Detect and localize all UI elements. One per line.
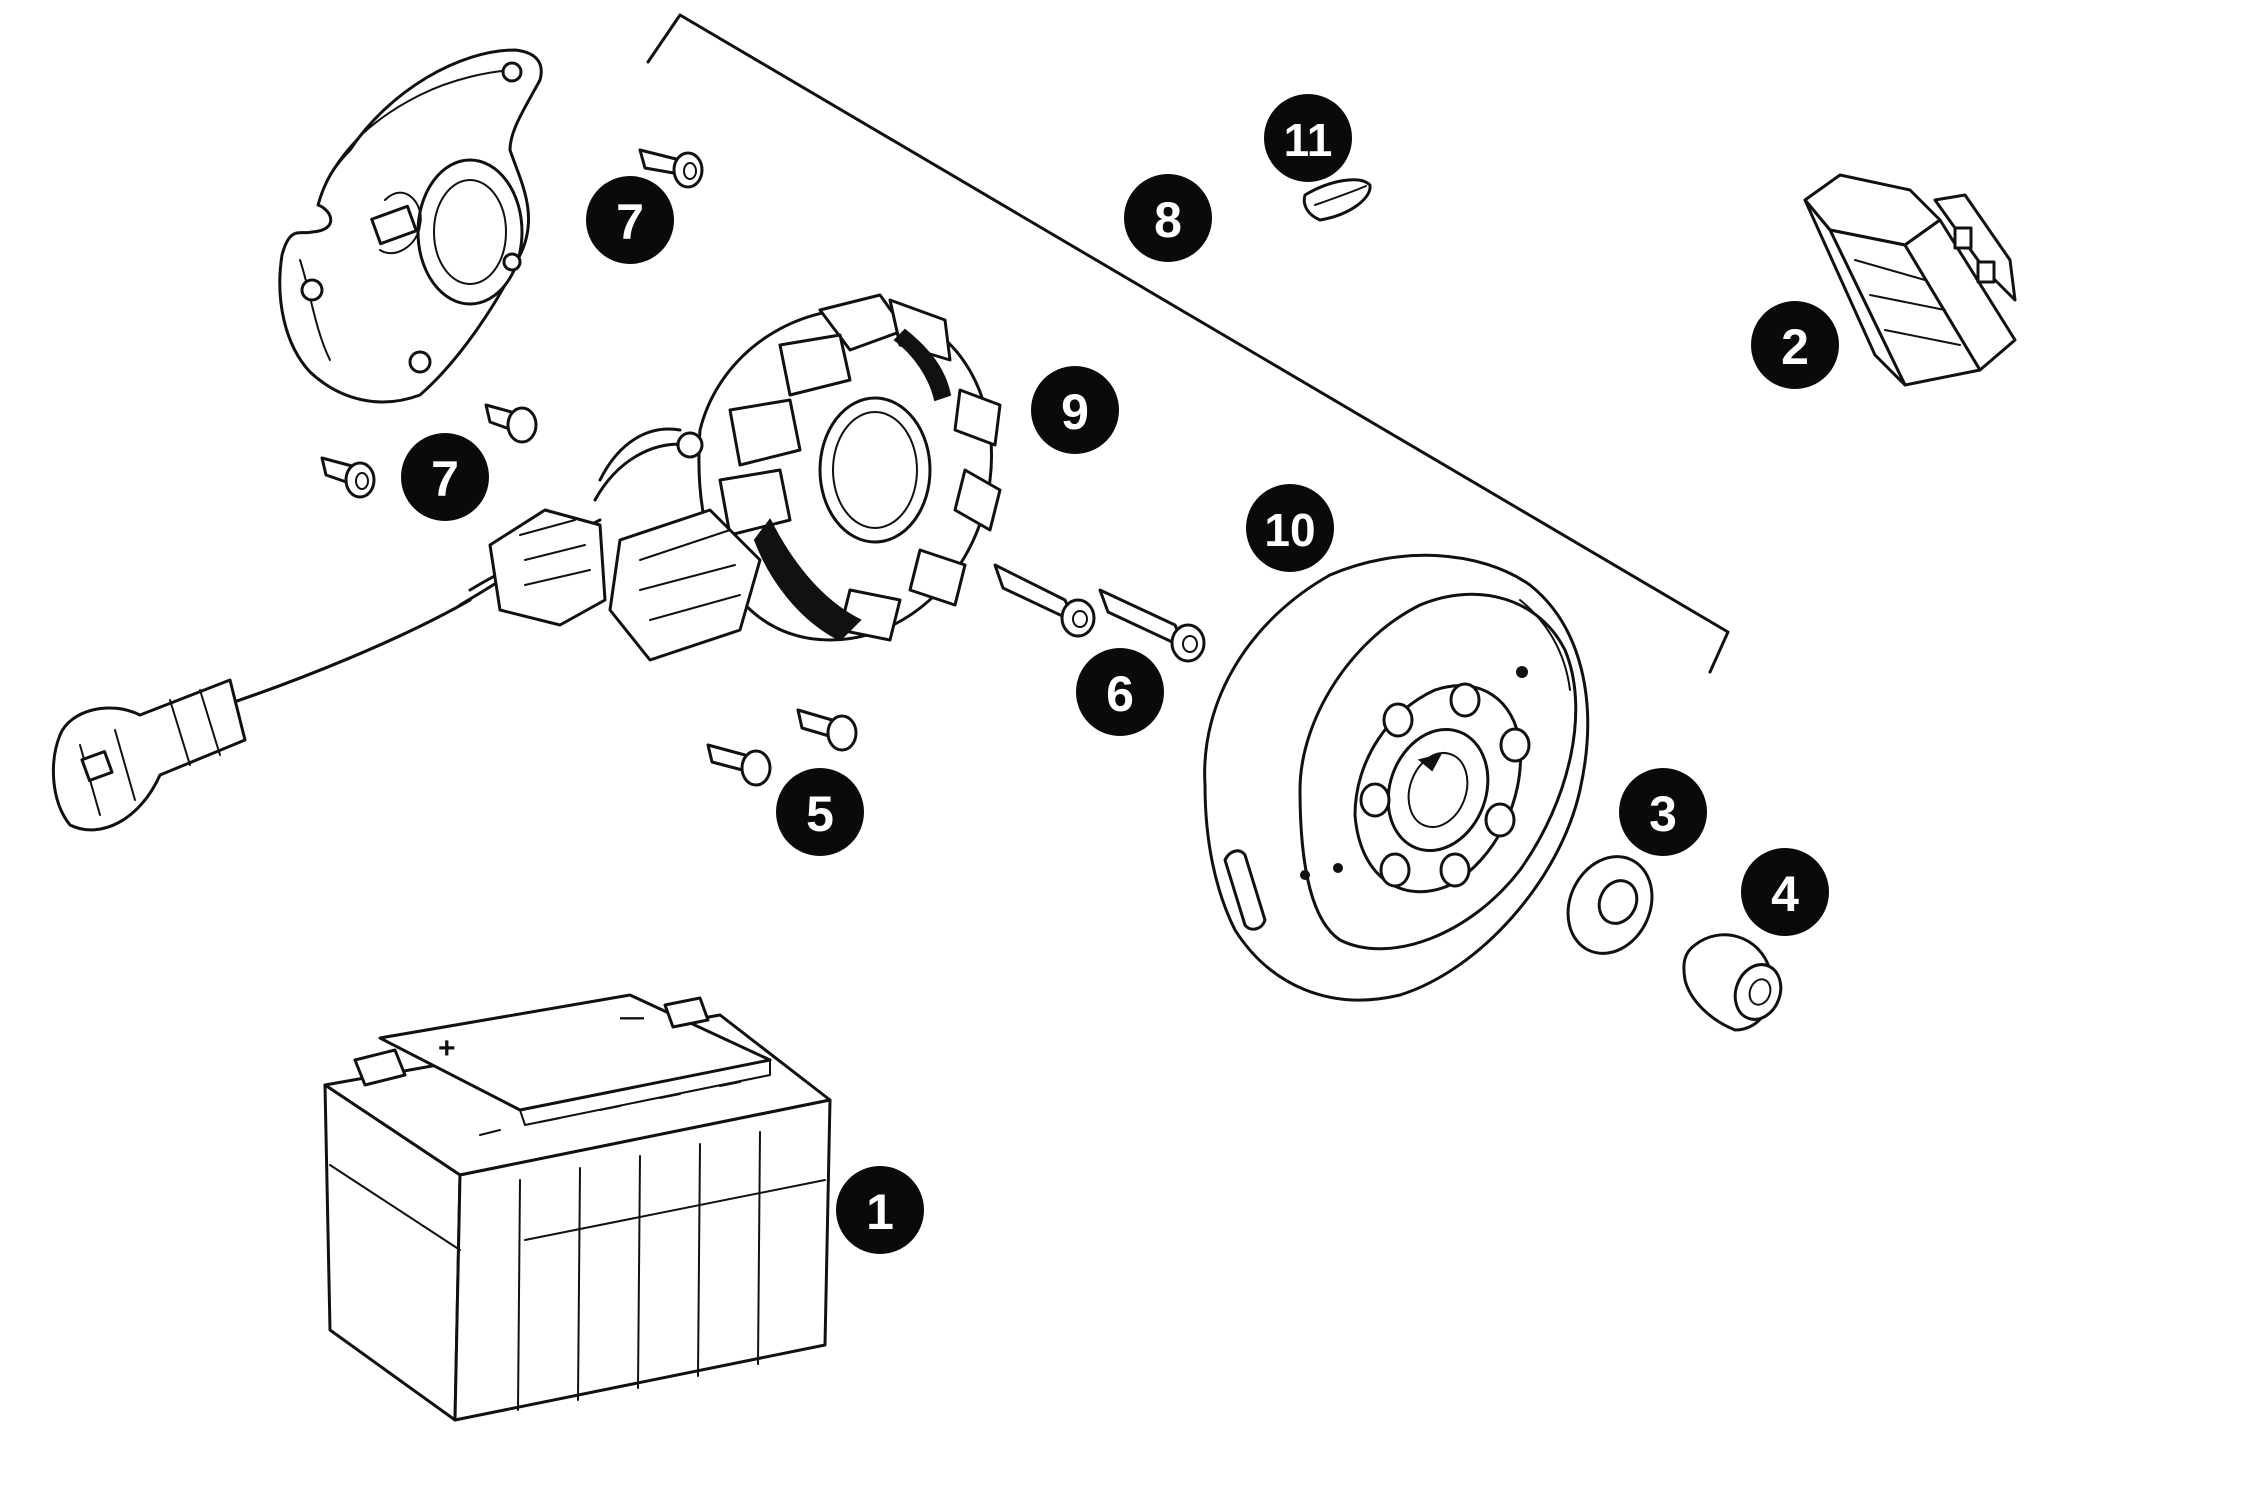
callout-11: 11 bbox=[1264, 94, 1352, 182]
callout-7-bottom: 7 bbox=[401, 433, 489, 521]
callout-5-label: 5 bbox=[806, 786, 834, 842]
screw-7-bottom-b bbox=[320, 456, 376, 499]
screw-5-a bbox=[706, 743, 772, 787]
callout-10: 10 bbox=[1246, 484, 1334, 572]
screw-5-b bbox=[796, 708, 858, 752]
callout-1: 1 bbox=[836, 1166, 924, 1254]
callout-10-label: 10 bbox=[1264, 504, 1315, 556]
callout-3: 3 bbox=[1619, 768, 1707, 856]
battery: + — bbox=[323, 993, 832, 1422]
callout-7-bottom-label: 7 bbox=[431, 451, 459, 507]
battery-minus-terminal: — bbox=[620, 1004, 644, 1031]
flywheel bbox=[1203, 553, 1590, 1002]
callout-9-label: 9 bbox=[1061, 384, 1089, 440]
callout-6-label: 6 bbox=[1106, 666, 1134, 722]
wiring-harness bbox=[51, 508, 607, 832]
callout-7-top-label: 7 bbox=[616, 194, 644, 250]
callout-8: 8 bbox=[1124, 174, 1212, 262]
flywheel-holes bbox=[1359, 682, 1531, 888]
battery-plus-terminal: + bbox=[438, 1032, 456, 1065]
nut bbox=[1682, 933, 1783, 1032]
voltage-regulator bbox=[1803, 173, 2017, 387]
callout-5: 5 bbox=[776, 768, 864, 856]
callout-9: 9 bbox=[1031, 366, 1119, 454]
woodruff-key bbox=[1302, 178, 1372, 222]
bolt-6-a bbox=[993, 563, 1096, 638]
callout-2-label: 2 bbox=[1781, 319, 1809, 375]
screw-7-bottom-a bbox=[484, 403, 538, 444]
stator bbox=[593, 293, 1002, 662]
callout-7-top: 7 bbox=[586, 176, 674, 264]
callout-4: 4 bbox=[1741, 848, 1829, 936]
callout-3-label: 3 bbox=[1649, 786, 1677, 842]
callout-2: 2 bbox=[1751, 301, 1839, 389]
ignition-base-plate bbox=[278, 48, 543, 404]
callout-11-label: 11 bbox=[1284, 114, 1333, 166]
bracket-line bbox=[646, 13, 1730, 674]
callout-6: 6 bbox=[1076, 648, 1164, 736]
callout-4-label: 4 bbox=[1771, 866, 1799, 922]
callout-8-label: 8 bbox=[1154, 192, 1182, 248]
callout-1-label: 1 bbox=[866, 1184, 894, 1240]
bolt-6-b bbox=[1098, 588, 1206, 663]
screw-7-top-part bbox=[638, 148, 704, 189]
washer bbox=[1566, 855, 1654, 955]
